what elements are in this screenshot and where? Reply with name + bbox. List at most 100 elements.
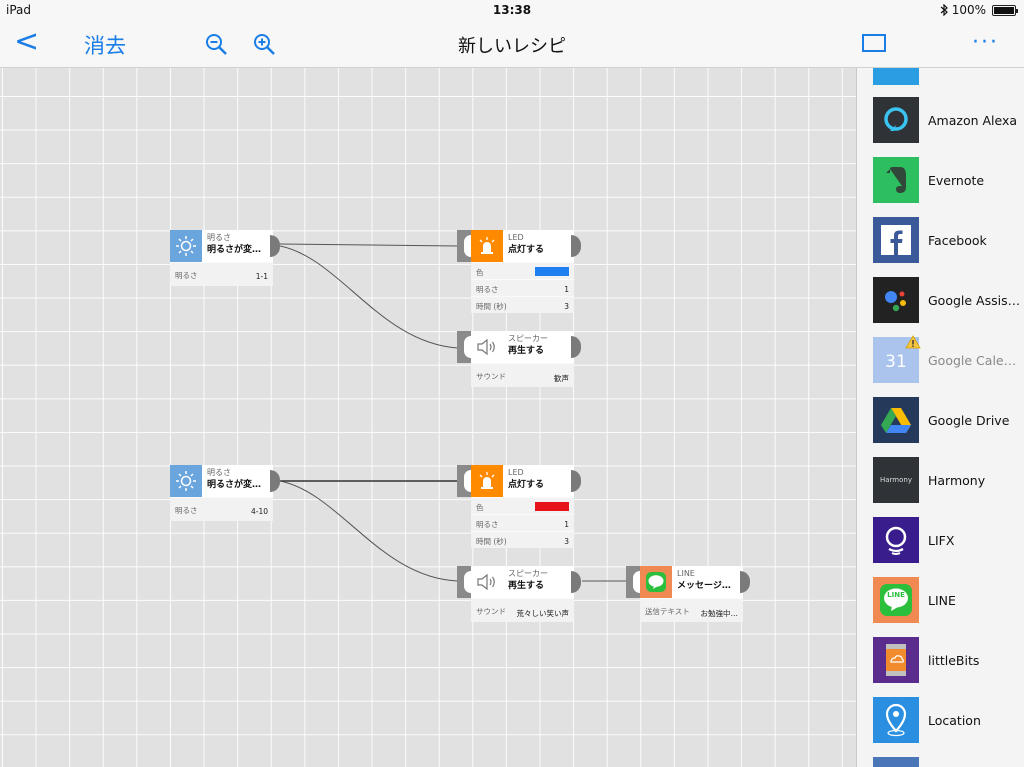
input-port[interactable] xyxy=(457,566,471,598)
trigger-node-brightness-2[interactable]: 明るさ 明るさが変… 明るさ 4-10 xyxy=(170,465,280,521)
output-port[interactable] xyxy=(270,470,280,492)
service-item-littlebits[interactable]: littleBits xyxy=(873,636,1024,684)
node-property-color: 色 xyxy=(471,262,574,279)
window-icon[interactable] xyxy=(862,34,886,52)
service-label: Harmony xyxy=(928,472,986,488)
connection-wires xyxy=(279,243,626,582)
zoom-out-icon[interactable] xyxy=(204,32,228,56)
node-property: 明るさ 1-1 xyxy=(170,262,273,286)
color-swatch xyxy=(535,502,569,511)
node-category: スピーカー xyxy=(508,334,548,343)
node-category: LED xyxy=(508,468,524,477)
node-name: 点灯する xyxy=(508,245,545,255)
wire-trigger2-speaker2 xyxy=(279,480,459,582)
wire-trigger1-led1 xyxy=(279,243,459,247)
service-item-google-assistant[interactable]: Google Assist… xyxy=(873,276,1024,324)
output-port[interactable] xyxy=(571,336,581,358)
erase-button[interactable]: 消去 xyxy=(84,34,126,58)
node-name: 点灯する xyxy=(508,480,545,490)
output-port[interactable] xyxy=(571,235,581,257)
page-title: 新しいレシピ xyxy=(458,36,566,57)
node-property-brightness: 明るさ 1 xyxy=(471,279,574,296)
node-category: 明るさ xyxy=(207,468,231,477)
line-icon xyxy=(640,566,672,598)
input-port[interactable] xyxy=(626,566,640,598)
calendar-day: 31 xyxy=(885,352,907,372)
service-icon xyxy=(873,757,919,767)
service-list-sidebar[interactable]: Amazon Alexa Evernote Facebook Google As… xyxy=(856,68,1024,767)
input-port[interactable] xyxy=(457,230,471,262)
action-node-speaker-1[interactable]: スピーカー 再生する サウンド 歓声 xyxy=(457,331,581,387)
evernote-icon xyxy=(873,157,919,203)
service-item-evernote[interactable]: Evernote xyxy=(873,156,1024,204)
recipe-canvas[interactable]: 明るさ 明るさが変… 明るさ 1-1 LED 点灯する xyxy=(0,68,856,767)
service-label: LIFX xyxy=(928,532,955,548)
node-property-text: 送信テキスト お勉強中… xyxy=(640,598,743,622)
output-port[interactable] xyxy=(571,571,581,593)
location-icon xyxy=(873,697,919,743)
node-category: LINE xyxy=(677,569,695,578)
warning-icon xyxy=(905,335,921,349)
amazon-alexa-icon xyxy=(873,97,919,143)
action-node-led-1[interactable]: LED 点灯する 色 明るさ 1 時間 (秒) 3 xyxy=(457,230,581,313)
facebook-icon xyxy=(873,217,919,263)
node-property-color: 色 xyxy=(471,497,574,514)
node-name: 再生する xyxy=(508,346,545,356)
service-label: LINE xyxy=(928,592,956,608)
color-swatch xyxy=(535,267,569,276)
clock: 13:38 xyxy=(492,3,532,17)
line-icon: LINE xyxy=(873,577,919,623)
battery-percent: 100% xyxy=(951,3,986,17)
twitter-icon xyxy=(873,68,919,85)
service-item-facebook[interactable]: Facebook xyxy=(873,216,1024,264)
alarm-light-icon xyxy=(471,230,503,262)
google-drive-icon xyxy=(873,397,919,443)
service-label: Google Calen… xyxy=(928,352,1022,368)
wire-trigger1-speaker1 xyxy=(279,245,459,349)
service-item-line[interactable]: LINE LINE xyxy=(873,576,1024,624)
service-item-partial-bottom[interactable] xyxy=(873,756,1024,767)
service-item-lifx[interactable]: LIFX xyxy=(873,516,1024,564)
output-port[interactable] xyxy=(740,571,750,593)
output-port[interactable] xyxy=(571,470,581,492)
littlebits-icon xyxy=(873,637,919,683)
node-category: スピーカー xyxy=(508,569,548,578)
sun-icon xyxy=(170,230,202,262)
node-property-sound: サウンド 荒々しい笑い声 xyxy=(471,598,574,622)
node-category: 明るさ xyxy=(207,233,231,242)
node-name: 再生する xyxy=(508,581,545,591)
google-assistant-icon xyxy=(873,277,919,323)
action-node-line[interactable]: LINE メッセージ… 送信テキスト お勉強中… xyxy=(626,566,750,622)
node-property: 明るさ 4-10 xyxy=(170,497,273,521)
input-port[interactable] xyxy=(457,465,471,497)
back-button[interactable]: < xyxy=(14,24,40,59)
harmony-icon: Harmony xyxy=(873,457,919,503)
more-button[interactable]: ··· xyxy=(972,30,999,55)
action-node-speaker-2[interactable]: スピーカー 再生する サウンド 荒々しい笑い声 xyxy=(457,566,581,622)
service-item-location[interactable]: Location xyxy=(873,696,1024,744)
trigger-node-brightness-1[interactable]: 明るさ 明るさが変… 明るさ 1-1 xyxy=(170,230,280,286)
node-name: メッセージ… xyxy=(677,581,731,591)
status-bar: iPad 13:38 100% xyxy=(0,0,1024,20)
service-label: Google Drive xyxy=(928,412,1010,428)
service-item-partial[interactable] xyxy=(873,68,1024,86)
service-item-google-calendar[interactable]: 31 Google Calen… xyxy=(873,335,1024,384)
zoom-in-icon[interactable] xyxy=(252,32,276,56)
node-property-time: 時間 (秒) 3 xyxy=(471,531,574,548)
speaker-icon xyxy=(471,566,503,598)
node-property-brightness: 明るさ 1 xyxy=(471,514,574,531)
service-label: littleBits xyxy=(928,652,980,668)
input-port[interactable] xyxy=(457,331,471,363)
node-property-sound: サウンド 歓声 xyxy=(471,363,574,387)
alarm-light-icon xyxy=(471,465,503,497)
battery-icon xyxy=(992,4,1018,16)
service-item-google-drive[interactable]: Google Drive xyxy=(873,396,1024,444)
service-item-amazon-alexa[interactable]: Amazon Alexa xyxy=(873,96,1024,144)
service-item-harmony[interactable]: Harmony Harmony xyxy=(873,456,1024,504)
service-label: Evernote xyxy=(928,172,985,188)
action-node-led-2[interactable]: LED 点灯する 色 明るさ 1 時間 (秒) 3 xyxy=(457,465,581,548)
output-port[interactable] xyxy=(270,235,280,257)
lifx-icon xyxy=(873,517,919,563)
device-name: iPad xyxy=(6,3,32,17)
node-name: 明るさが変… xyxy=(207,245,262,255)
